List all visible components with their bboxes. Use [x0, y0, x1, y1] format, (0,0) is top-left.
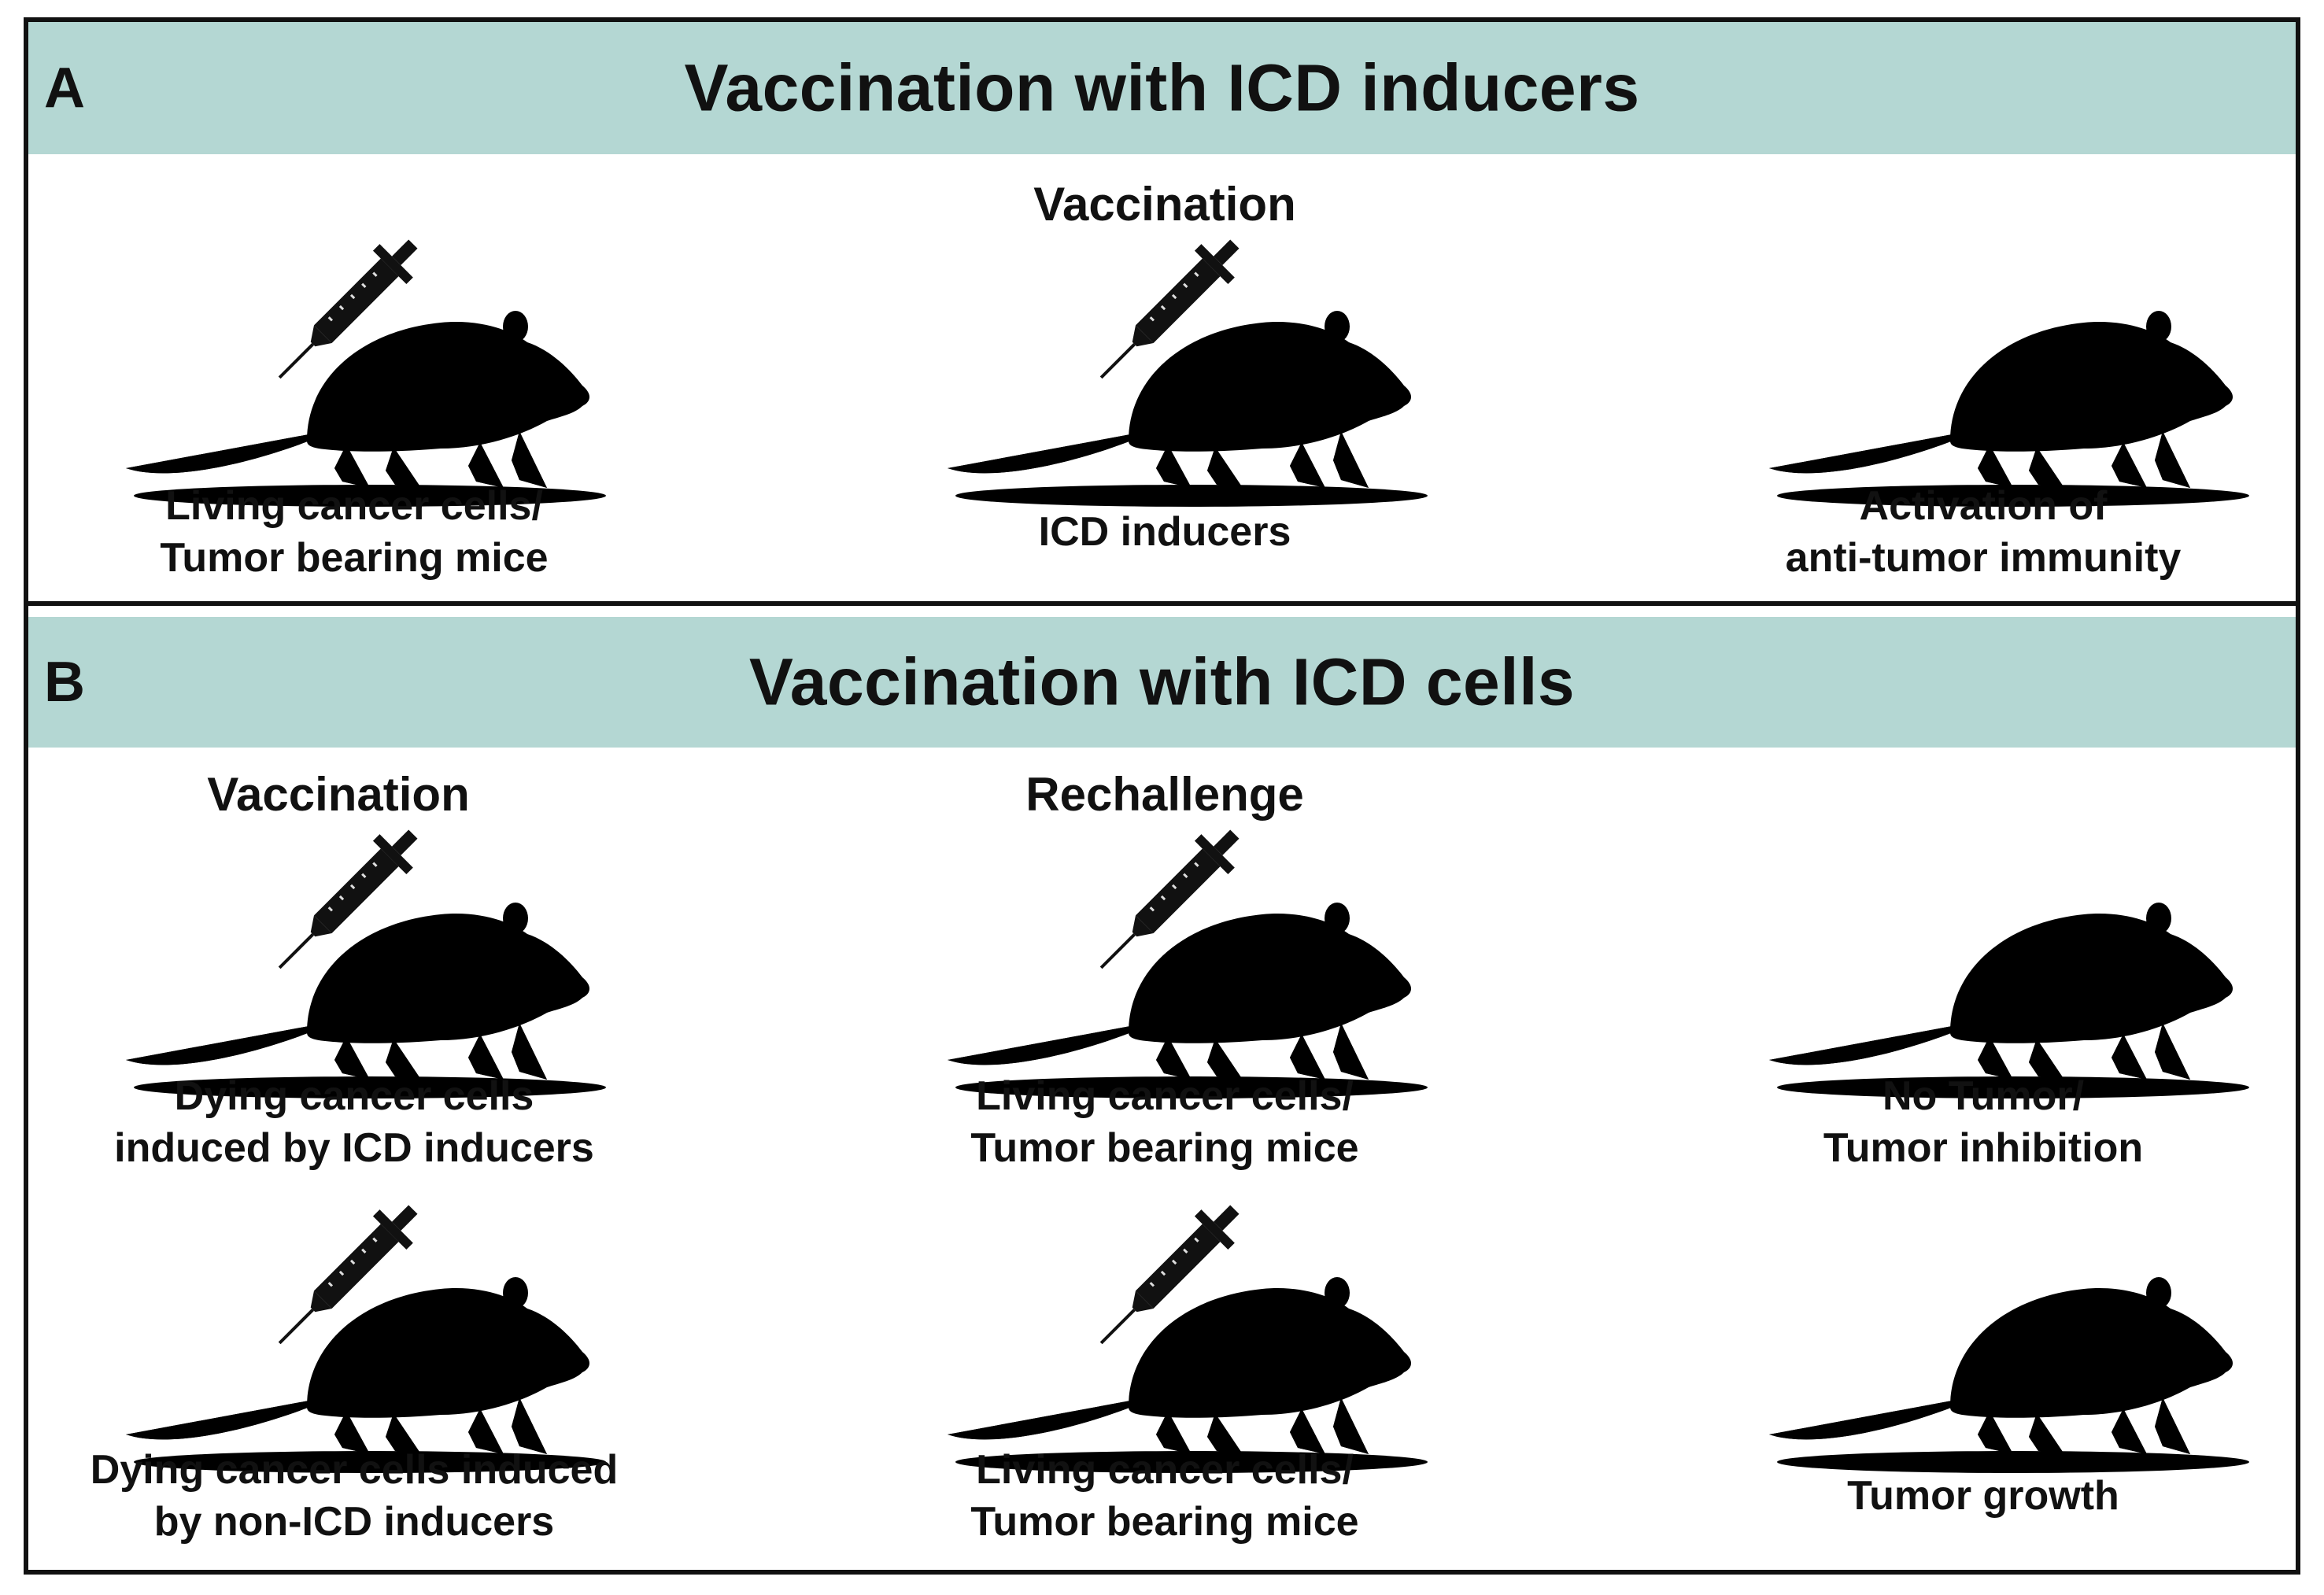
panel-a-header: A Vaccination with ICD inducers: [28, 22, 2296, 154]
diagram-frame: [24, 17, 2300, 1575]
panel-a-title: Vaccination with ICD inducers: [684, 50, 1640, 125]
panel-b-step-label-vaccination: Vaccination: [207, 768, 470, 821]
panel-b-row1-caption-3: No Tumor/Tumor inhibition: [1823, 1073, 2144, 1171]
mouse-icon: [948, 311, 1428, 507]
panel-a-letter: A: [44, 57, 85, 120]
panel-a-step-label: Vaccination: [1033, 178, 1296, 231]
panel-b-row1-caption-2: Living cancer cells/Tumor bearing mice: [970, 1073, 1359, 1171]
panel-b-header: B Vaccination with ICD cells: [28, 617, 2296, 748]
panel-a-caption-1: Living cancer cells/Tumor bearing mice: [160, 483, 549, 581]
mouse-icon: [1769, 1277, 2249, 1473]
panel-b-row2-caption-2: Living cancer cells/Tumor bearing mice: [970, 1447, 1359, 1545]
panel-divider: [24, 601, 2300, 606]
panel-a-caption-2: ICD inducers: [1038, 509, 1291, 555]
panel-b-title: Vaccination with ICD cells: [748, 644, 1576, 719]
panel-b-step-label-rechallenge: Rechallenge: [1025, 768, 1304, 821]
panel-b-letter: B: [44, 651, 85, 714]
panel-b-row2-caption-3: Tumor growth: [1847, 1473, 2119, 1519]
